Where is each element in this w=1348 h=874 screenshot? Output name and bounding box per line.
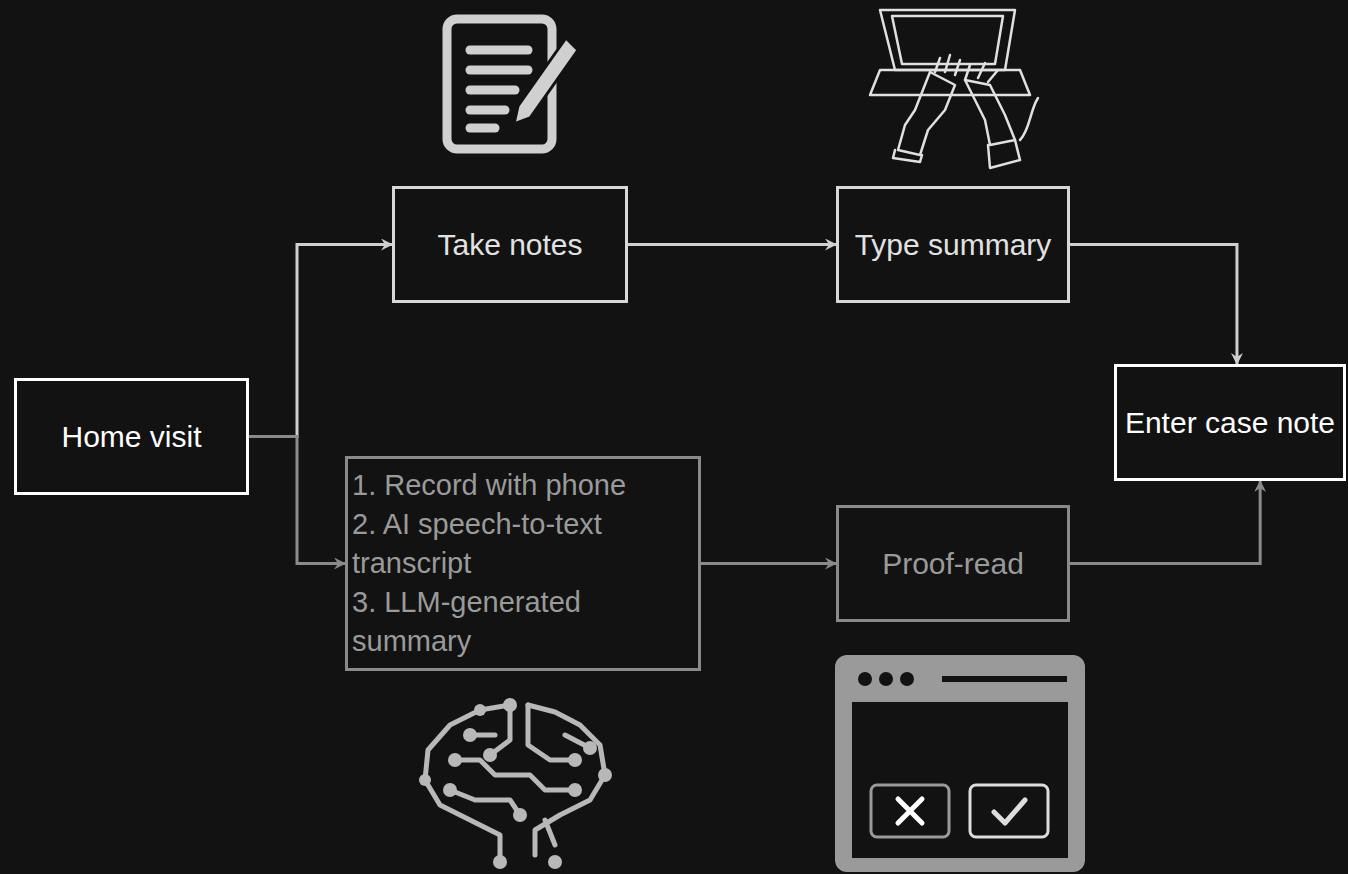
laptop-icon (870, 10, 1038, 168)
process-box: Take notes (392, 186, 628, 303)
document-icon (447, 19, 578, 149)
node-text: Enter case note (1125, 403, 1335, 442)
flow-arrow (628, 243, 836, 246)
end-box: Enter case note (1114, 364, 1346, 481)
node-text: 2. AI speech-to-text transcript (352, 505, 694, 583)
flow-arrow (249, 437, 345, 564)
flow-arrow (1070, 245, 1237, 365)
process-box: Type summary (836, 186, 1070, 303)
node-text: 3. LLM-generated summary (352, 583, 694, 661)
flow-arrow (249, 245, 392, 437)
start-box: Home visit (14, 378, 249, 495)
ai-brain-icon (419, 698, 612, 869)
flow-arrow (701, 562, 836, 565)
node-text: 1. Record with phone (352, 466, 626, 505)
approve-window-icon (835, 655, 1085, 872)
process-box: Proof-read (836, 505, 1070, 622)
node-text: Home visit (61, 417, 201, 456)
node-text: Type summary (855, 225, 1052, 264)
ai-steps-box: 1. Record with phone2. AI speech-to-text… (345, 456, 701, 671)
node-text: Take notes (437, 225, 582, 264)
flow-arrow (1070, 481, 1260, 564)
node-text: Proof-read (882, 544, 1024, 583)
